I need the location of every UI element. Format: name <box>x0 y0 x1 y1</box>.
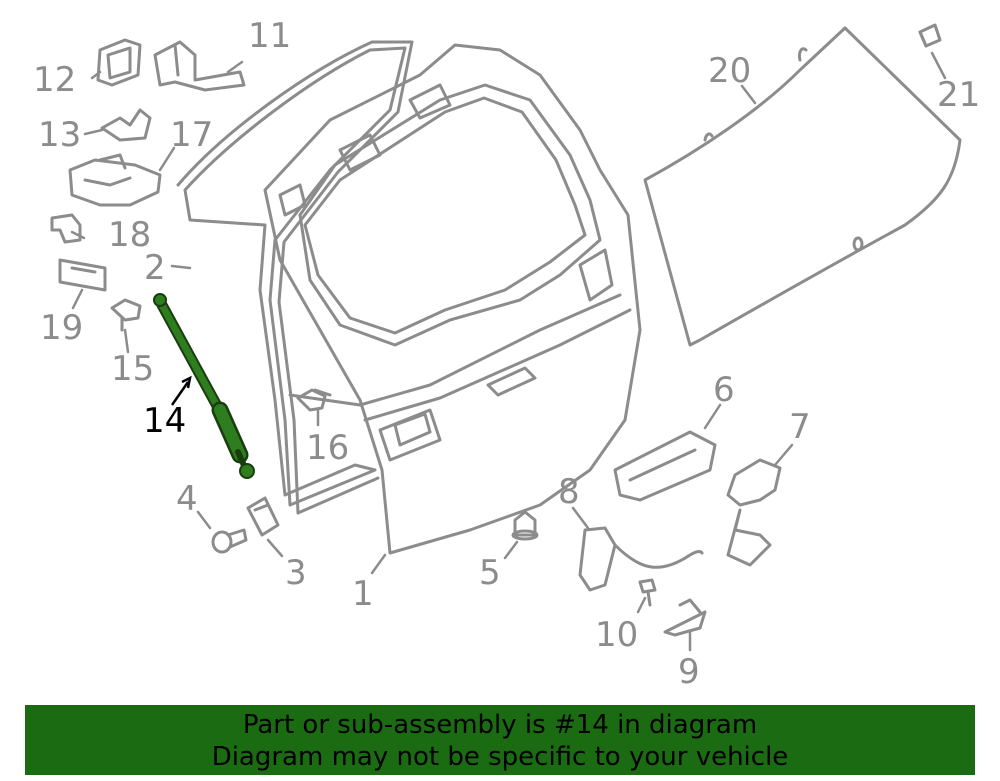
callout-3: 3 <box>285 553 307 593</box>
part-13-bracket <box>100 108 152 142</box>
part-5-bumper <box>511 510 539 541</box>
callout-14: 14 <box>143 401 187 441</box>
part-3-striker <box>246 496 280 537</box>
parts-diagram <box>50 23 962 652</box>
callout-19: 19 <box>40 308 84 348</box>
callout-2: 2 <box>144 248 166 288</box>
callout-13: 13 <box>38 115 82 155</box>
part-11-hinge <box>153 40 246 92</box>
callout-1: 1 <box>352 574 374 614</box>
part-8-actuator <box>578 526 704 592</box>
part-12-bracket <box>96 38 142 87</box>
callout-9: 9 <box>678 652 700 692</box>
callout-21: 21 <box>937 75 981 115</box>
callout-8: 8 <box>558 472 580 512</box>
part-14-gas-strut <box>153 293 255 479</box>
leader-lines <box>70 51 947 652</box>
part-1-liftgate <box>263 43 642 555</box>
part-4-pin <box>211 528 248 554</box>
part-15-bumper <box>110 298 142 332</box>
part-19-switch <box>58 258 107 292</box>
callout-18: 18 <box>108 215 152 255</box>
banner-line-1: Part or sub-assembly is #14 in diagram <box>242 710 758 740</box>
part-6-handle <box>613 430 717 502</box>
callout-11: 11 <box>248 16 292 56</box>
callout-16: 16 <box>306 428 350 468</box>
callout-10: 10 <box>595 615 639 655</box>
banner-line-2: Diagram may not be specific to your vehi… <box>211 742 789 772</box>
part-9-bracket <box>663 598 707 637</box>
callout-6: 6 <box>713 370 735 410</box>
part-21-clip <box>918 23 942 48</box>
part-2-weatherstrip <box>176 40 414 515</box>
part-16-bumper <box>296 388 332 412</box>
callout-7: 7 <box>789 407 811 447</box>
callout-5: 5 <box>479 553 501 593</box>
callout-12: 12 <box>33 60 77 100</box>
part-10-bolt <box>638 578 657 607</box>
callout-20: 20 <box>708 51 752 91</box>
callout-17: 17 <box>170 115 214 155</box>
callout-4: 4 <box>176 479 198 519</box>
info-banner: Part or sub-assembly is #14 in diagram D… <box>25 705 975 775</box>
callout-15: 15 <box>111 349 155 389</box>
part-7-latch <box>726 458 782 567</box>
part-18-clip <box>50 213 82 244</box>
part-20-glass <box>643 26 962 347</box>
part-17-latch <box>68 153 162 207</box>
